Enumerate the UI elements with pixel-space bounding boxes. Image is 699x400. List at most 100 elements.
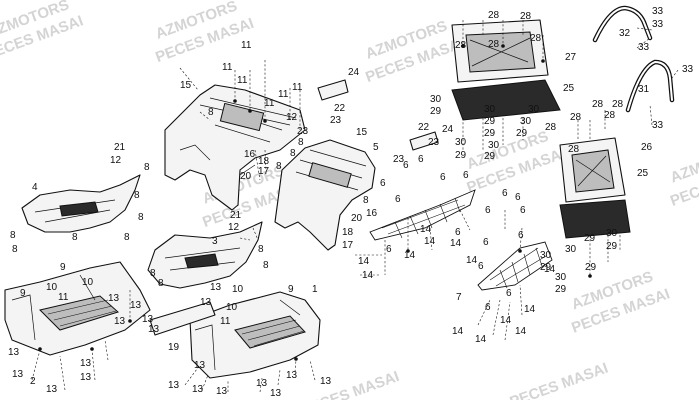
callout-28: 28 [488, 10, 500, 21]
callout-9: 9 [20, 288, 26, 299]
callout-33: 33 [652, 6, 664, 17]
callout-14: 14 [362, 270, 374, 281]
callout-24: 24 [348, 67, 360, 78]
callout-8: 8 [124, 232, 130, 243]
callout-28: 28 [488, 39, 500, 50]
callout-28: 28 [455, 40, 467, 51]
callout-13: 13 [8, 347, 20, 358]
callout-8: 8 [72, 232, 78, 243]
callout-14: 14 [515, 326, 527, 337]
callout-28: 28 [570, 112, 582, 123]
callout-8: 8 [263, 260, 269, 271]
rear-rack-box-part [451, 19, 561, 121]
callout-13: 13 [320, 376, 332, 387]
watermark-line1: AZMOTORS [668, 141, 699, 186]
callout-11: 11 [292, 82, 303, 93]
callout-20: 20 [240, 171, 252, 182]
callout-8: 8 [258, 244, 264, 255]
callout-29: 29 [484, 128, 496, 139]
callout-30: 30 [565, 244, 577, 255]
callout-14: 14 [404, 250, 416, 261]
callout-6: 6 [483, 237, 489, 248]
callout-8: 8 [290, 148, 296, 159]
callout-13: 13 [168, 380, 180, 391]
callout-25: 25 [563, 83, 575, 94]
callout-19: 19 [168, 342, 180, 353]
callout-14: 14 [475, 334, 487, 345]
callout-14: 14 [358, 256, 370, 267]
callout-11: 11 [220, 316, 231, 327]
callout-33: 33 [682, 64, 694, 75]
callout-10: 10 [46, 282, 58, 293]
callout-23: 23 [393, 154, 405, 165]
watermark-line2-cut: PECES MASAI [299, 368, 402, 400]
callout-6: 6 [463, 170, 469, 181]
callout-14: 14 [466, 255, 478, 266]
callout-14: 14 [524, 304, 536, 315]
callout-11: 11 [264, 98, 275, 109]
callout-11: 11 [278, 89, 289, 100]
callout-13: 13 [270, 388, 282, 399]
callout-14: 14 [420, 224, 432, 235]
callout-30: 30 [430, 94, 442, 105]
callout-29: 29 [584, 233, 596, 244]
callout-28: 28 [592, 99, 604, 110]
watermark-line2-cut: PECES MASAI [508, 360, 611, 400]
callout-17: 17 [342, 240, 354, 251]
callout-14: 14 [544, 264, 556, 275]
callout-23: 23 [297, 126, 309, 137]
callout-30: 30 [555, 272, 567, 283]
callout-29: 29 [455, 150, 467, 161]
callout-28: 28 [545, 122, 557, 133]
callout-11: 11 [222, 62, 233, 73]
callout-8: 8 [12, 244, 18, 255]
callout-labels: 21 12 8 4 8 8 8 8 8 8 11 11 11 11 11 11 … [8, 6, 694, 399]
callout-30: 30 [484, 104, 496, 115]
leader-lines [31, 20, 679, 393]
callout-8: 8 [298, 137, 304, 148]
fastener-markers [38, 44, 592, 361]
callout-17: 17 [258, 166, 270, 177]
callout-30: 30 [455, 137, 467, 148]
callout-1: 1 [312, 284, 318, 295]
callout-21: 21 [114, 142, 126, 153]
callout-33: 33 [652, 120, 664, 131]
callout-13: 13 [114, 316, 126, 327]
callout-14: 14 [452, 326, 464, 337]
callout-13: 13 [80, 358, 92, 369]
callout-8: 8 [208, 107, 214, 118]
callout-27: 27 [565, 52, 577, 63]
plate-19-part [149, 301, 216, 336]
callout-8: 8 [158, 278, 164, 289]
callout-6: 6 [403, 160, 409, 171]
callout-21: 21 [230, 210, 242, 221]
callout-14: 14 [500, 315, 512, 326]
callout-10: 10 [82, 277, 94, 288]
callout-13: 13 [216, 386, 228, 397]
callout-28: 28 [604, 110, 616, 121]
rear-fender-part [164, 84, 306, 211]
callout-13: 13 [256, 378, 268, 389]
callout-15: 15 [180, 80, 192, 91]
callout-6: 6 [395, 194, 401, 205]
callout-6: 6 [518, 230, 524, 241]
callout-28: 28 [530, 33, 542, 44]
callout-29: 29 [585, 262, 597, 273]
callout-13: 13 [200, 297, 212, 308]
callout-7: 7 [456, 292, 462, 303]
callout-6: 6 [418, 154, 424, 165]
callout-29: 29 [484, 116, 496, 127]
callout-10: 10 [232, 284, 244, 295]
callout-25: 25 [637, 168, 649, 179]
callout-6: 6 [440, 172, 446, 183]
luggage-net-lower-part [477, 241, 553, 291]
callout-23: 23 [330, 115, 342, 126]
callout-8: 8 [134, 190, 140, 201]
callout-13: 13 [148, 324, 160, 335]
callout-12: 12 [228, 222, 240, 233]
callout-6: 6 [455, 227, 461, 238]
callout-26: 26 [641, 142, 653, 153]
callout-30: 30 [606, 228, 618, 239]
callout-16: 16 [366, 208, 378, 219]
